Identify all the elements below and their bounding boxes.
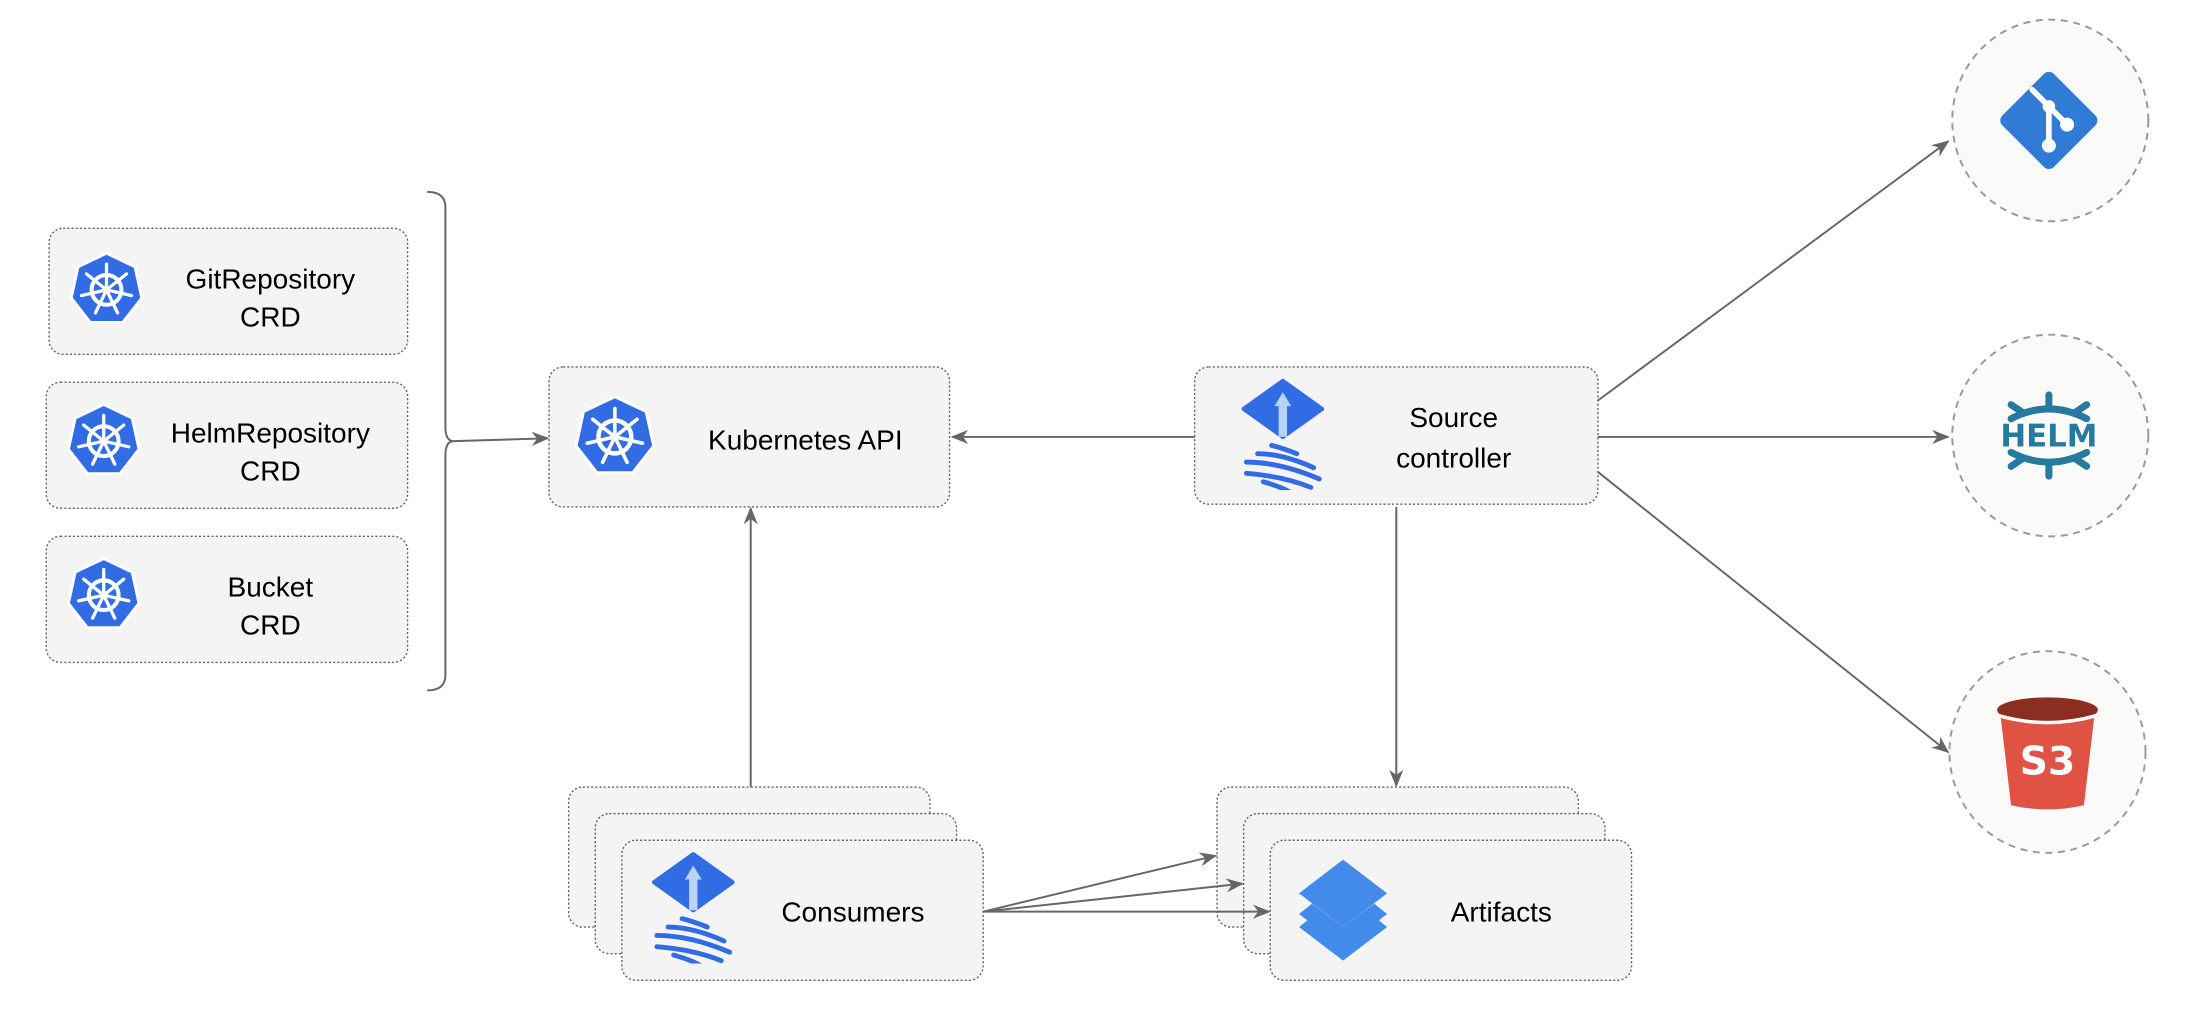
git-icon	[2000, 71, 2098, 170]
kubernetes-icon	[69, 559, 139, 628]
source-controller-node: Source controller	[1193, 366, 1599, 505]
crd-gitrepository: GitRepository CRD	[48, 227, 409, 356]
s3-logo-text: S3	[2020, 739, 2076, 784]
artifacts-label: Artifacts	[1451, 896, 1552, 927]
kubernetes-api-label: Kubernetes API	[708, 425, 903, 456]
crd-type: CRD	[240, 301, 301, 332]
helm-icon: HELM	[2000, 391, 2097, 480]
edge-consumers-to-artifact-1	[982, 852, 1218, 913]
crd-label: HelmRepository	[171, 418, 370, 449]
crd-label: GitRepository	[186, 263, 356, 294]
consumers-node: Consumers	[567, 786, 984, 981]
consumers-label: Consumers	[781, 896, 924, 927]
helm-logo-text: HELM	[2000, 419, 2097, 455]
kubernetes-icon	[576, 397, 654, 473]
crd-helmrepository: HelmRepository CRD	[45, 381, 409, 510]
s3-bucket-icon: S3	[1997, 697, 2098, 810]
edge-crds-to-api	[453, 431, 550, 446]
git-source	[1951, 18, 2150, 223]
crd-bucket: Bucket CRD	[45, 535, 409, 664]
crd-group-brace	[427, 190, 454, 692]
source-controller-label: Source	[1409, 402, 1498, 433]
edge-controller-to-git	[1597, 140, 1950, 402]
crd-type: CRD	[240, 455, 301, 486]
helm-source: HELM	[1951, 333, 2150, 538]
artifacts-node: Artifacts	[1216, 786, 1633, 981]
kubernetes-api-node: Kubernetes API	[548, 366, 951, 508]
s3-source: S3	[1948, 650, 2147, 854]
edge-consumers-to-artifact-2	[983, 878, 1244, 913]
edge-controller-to-s3	[1597, 471, 1950, 754]
crd-label: Bucket	[228, 572, 314, 603]
source-controller-label-2: controller	[1396, 443, 1511, 474]
kubernetes-icon	[69, 405, 139, 474]
kubernetes-icon	[71, 253, 141, 322]
crd-type: CRD	[240, 609, 301, 640]
